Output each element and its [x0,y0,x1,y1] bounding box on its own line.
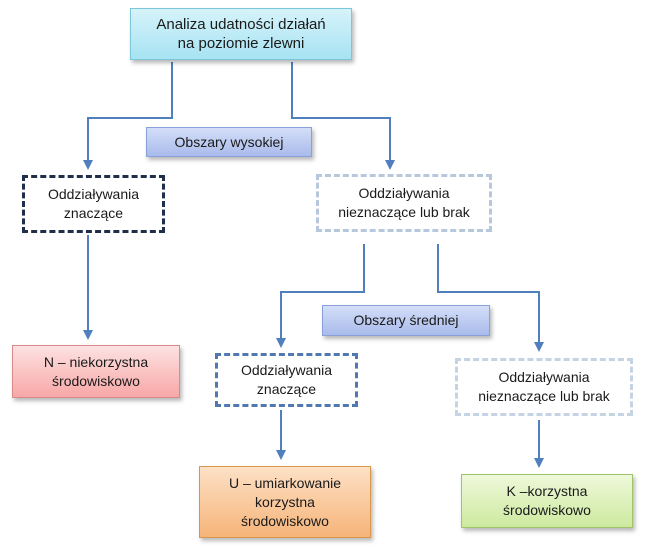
connector-root-to-significant [83,62,173,170]
node-insignificant-mid: Oddziaływania nieznaczące lub brak [455,358,633,416]
node-significant-high-line1: Oddziaływania [47,186,140,202]
node-significant-high-line2: znaczące [63,205,124,221]
outcome-u-line3: środowiskowo [241,512,329,529]
band-mid-label: Obszary średniej [322,305,490,336]
root-node: Analiza udatności działań na poziomie zl… [130,8,352,60]
node-significant-mid: Oddziaływania znaczące [215,353,358,407]
outcome-u-line2: korzystna [255,493,315,510]
outcome-k-line1: K –korzystna [506,483,588,499]
outcome-n-line2: środowiskowo [52,372,140,389]
connector-insignificant-to-significant-mid [276,244,365,348]
connector-insignificant-to-insignificant-mid [437,244,544,352]
node-significant-mid-line2: znaczące [256,381,317,397]
outcome-n-line1: N – niekorzystna [43,353,149,370]
outcome-u: U – umiarkowanie korzystna środowiskowo [199,466,371,538]
root-node-line2: na poziomie zlewni [177,35,305,52]
connector-root-to-insignificant [291,62,395,170]
node-insignificant-mid-line2: nieznaczące lub brak [478,388,610,404]
node-insignificant-high-line2: nieznaczące lub brak [338,204,470,220]
node-insignificant-high: Oddziaływania nieznaczące lub brak [316,174,492,232]
node-significant-mid-line1: Oddziaływania [240,362,333,378]
band-high-label: Obszary wysokiej [146,127,312,157]
band-high-text: Obszary wysokiej [174,133,284,150]
band-mid-text: Obszary średniej [353,312,459,328]
node-insignificant-high-line1: Oddziaływania [358,185,450,201]
root-node-line1: Analiza udatności działań [156,16,326,33]
outcome-u-line1: U – umiarkowanie [228,474,342,491]
node-significant-high: Oddziaływania znaczące [22,175,165,233]
outcome-n: N – niekorzystna środowiskowo [12,345,180,398]
node-insignificant-mid-line1: Oddziaływania [498,369,590,385]
outcome-k-line2: środowiskowo [503,502,591,518]
outcome-k: K –korzystna środowiskowo [461,474,633,528]
